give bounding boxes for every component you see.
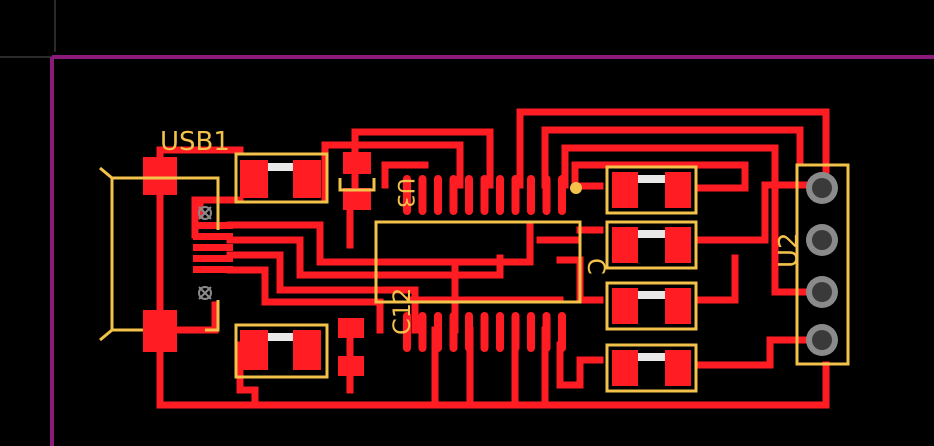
u3-pin-top bbox=[434, 175, 442, 215]
u3-pin-top bbox=[496, 175, 504, 215]
u3-pin-top bbox=[480, 175, 489, 215]
u3-pin-rows bbox=[403, 175, 566, 352]
u3-pin-top bbox=[558, 175, 566, 215]
c-label: C bbox=[582, 258, 610, 275]
component-bodies bbox=[268, 163, 665, 361]
u3-label: U3 bbox=[392, 178, 417, 208]
copper-pads bbox=[143, 152, 691, 386]
u3-pin-bottom bbox=[542, 312, 551, 352]
usb1-label: USB1 bbox=[160, 127, 230, 157]
u3-pin-bottom bbox=[403, 312, 411, 352]
usb-mount-holes bbox=[198, 206, 212, 300]
u3-pin-top bbox=[449, 175, 458, 215]
u3-pin-bottom bbox=[496, 312, 504, 352]
u3-pin-bottom bbox=[558, 312, 566, 352]
u3-pin1-marker bbox=[570, 182, 582, 194]
u3-pin-bottom bbox=[434, 312, 442, 352]
u3-pin-bottom bbox=[449, 312, 458, 352]
u3-pin-top bbox=[542, 175, 551, 215]
u3-pin-top bbox=[527, 175, 535, 215]
c12-label: C12 bbox=[388, 288, 416, 335]
board-outline bbox=[50, 55, 934, 446]
u3-pin-top bbox=[465, 175, 473, 215]
u3-pin-bottom bbox=[465, 312, 473, 352]
u3-pin-top bbox=[511, 175, 520, 215]
u3-pin-bottom bbox=[480, 312, 489, 352]
u3-pin-bottom bbox=[418, 312, 427, 352]
silkscreen bbox=[99, 152, 850, 393]
u3-pin-top bbox=[418, 175, 427, 215]
u3-pin-bottom bbox=[527, 312, 535, 352]
u3-pin-bottom bbox=[511, 312, 520, 352]
u2-label: U2 bbox=[774, 232, 804, 268]
u2-header-vias bbox=[806, 172, 838, 356]
u3-pin-top bbox=[403, 175, 411, 215]
